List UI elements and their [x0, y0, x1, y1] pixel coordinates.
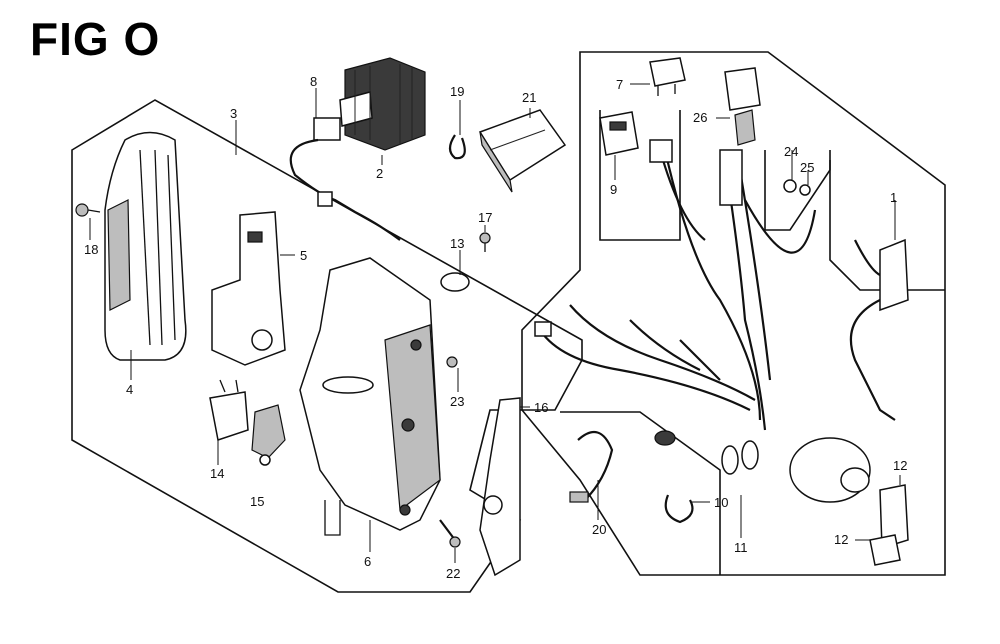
callout-5: 5: [300, 248, 307, 263]
inner-step-frame: [599, 110, 681, 241]
callout-10: 10: [714, 495, 728, 510]
callout-12b: 12: [834, 532, 848, 547]
switch-part-15: [251, 404, 286, 466]
clamp-part-13: [440, 272, 470, 292]
wiring-group-frame: [521, 51, 946, 576]
screw-part-17: [479, 232, 491, 252]
callout-18: 18: [84, 242, 98, 257]
callout-26: 26: [693, 110, 707, 125]
cover-part-4: [104, 131, 187, 361]
fuse-holder-part-26: [724, 67, 761, 146]
callout-9: 9: [610, 182, 617, 197]
callout-14: 14: [210, 466, 224, 481]
part-callouts: 1 2 3 4 5 6 7 8 9 10 11 12 12 13 14 15 1…: [84, 74, 907, 581]
callout-3: 3: [230, 106, 237, 121]
clamp-part-10: [664, 494, 694, 524]
relay-part-7: [649, 57, 686, 96]
callout-24: 24: [784, 144, 798, 159]
terminal-part-12: [869, 484, 909, 566]
figure-title: FIG O: [30, 13, 161, 65]
callout-17: 17: [478, 210, 492, 225]
callout-19: 19: [450, 84, 464, 99]
clip-part-19: [448, 134, 466, 160]
relay-subframe: [764, 150, 831, 231]
screw-part-23: [446, 356, 458, 368]
callout-7: 7: [616, 77, 623, 92]
callout-11: 11: [734, 540, 748, 555]
clamp-part-20: [569, 430, 614, 503]
callout-1: 1: [890, 190, 897, 205]
callout-12a: 12: [893, 458, 907, 473]
bracket-part-5: [211, 211, 286, 366]
grommet: [654, 430, 676, 446]
harness-part-8: [289, 117, 401, 241]
solenoid: [789, 437, 871, 503]
callout-20: 20: [592, 522, 606, 537]
bolt-part-18: [75, 203, 101, 217]
washer-part-25: [799, 184, 811, 196]
harness-part-11: [534, 139, 817, 475]
plate-part-16: [479, 397, 521, 577]
control-box-part-6: [299, 257, 441, 536]
callout-6: 6: [364, 554, 371, 569]
screw-part-22: [439, 519, 461, 548]
callout-2: 2: [376, 166, 383, 181]
stator-part-1: [849, 238, 909, 421]
callout-23: 23: [450, 394, 464, 409]
switch-part-14: [209, 379, 249, 441]
nut-part-24: [783, 179, 797, 193]
callout-21: 21: [522, 90, 536, 105]
callout-22: 22: [446, 566, 460, 581]
callout-16: 16: [534, 400, 548, 415]
clamp-subframe: [560, 411, 721, 575]
relay-part-9: [599, 111, 639, 156]
leader-lines: [89, 83, 901, 563]
foam-part-21: [478, 109, 567, 193]
callout-13: 13: [450, 236, 464, 251]
callout-8: 8: [310, 74, 317, 89]
left-group-frame: [71, 99, 583, 593]
regulator-part-2: [339, 57, 426, 151]
callout-15: 15: [250, 494, 264, 509]
callout-4: 4: [126, 382, 133, 397]
callout-25: 25: [800, 160, 814, 175]
